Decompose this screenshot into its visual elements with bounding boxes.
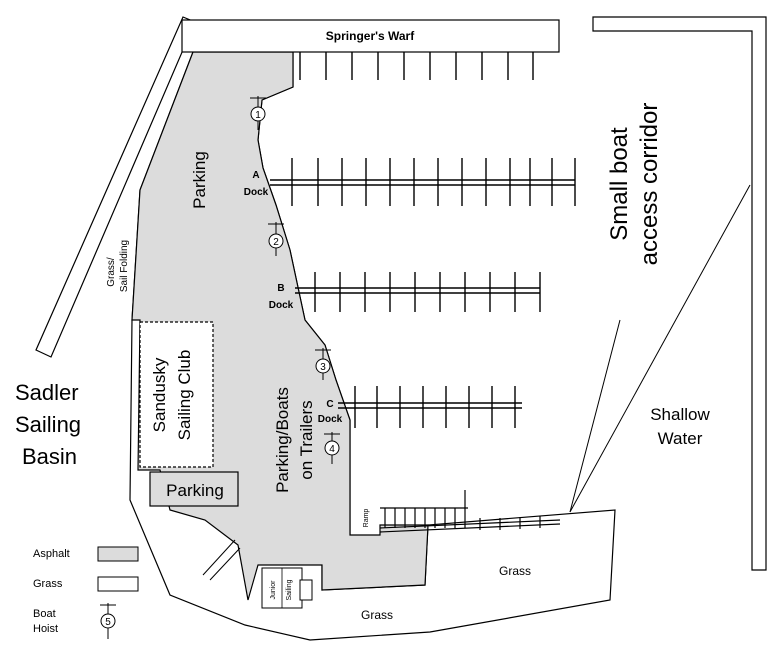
sadler-label-line2: Sailing <box>15 412 81 437</box>
path-left <box>202 539 236 576</box>
boat-hoist-3: 3 <box>315 348 331 380</box>
junior-label-line1: Junior <box>270 580 277 600</box>
legend: Asphalt Grass Boat Hoist 5 <box>33 546 139 639</box>
dock-a-letter: A <box>252 170 259 181</box>
junior-label-line2: Sailing <box>286 579 293 600</box>
shallow-label-line1: Shallow <box>650 405 710 424</box>
boat-hoist-2: 2 <box>268 222 284 256</box>
warf-slips <box>299 52 534 80</box>
sailing-club-building <box>139 321 214 468</box>
junior-sailing-annex <box>299 579 313 601</box>
hoist-2-number: 2 <box>273 237 279 248</box>
hoist-3-number: 3 <box>320 362 326 373</box>
dock-c <box>338 386 522 428</box>
dock-b-word: Dock <box>269 300 294 311</box>
hoist-4-number: 4 <box>329 444 335 455</box>
dock-b <box>295 272 541 312</box>
trailers-label-line1: Parking/Boats <box>273 387 292 493</box>
corridor-label-line2: access corridor <box>636 103 663 266</box>
dock-a <box>270 158 576 206</box>
path-right <box>209 547 241 581</box>
trailers-label-line2: on Trailers <box>297 400 316 479</box>
springers-warf-label: Springer's Warf <box>326 29 415 43</box>
boat-hoist-1: 1 <box>250 96 266 130</box>
springers-warf <box>181 19 560 53</box>
sadler-label-line3: Basin <box>22 444 77 469</box>
club-label-line2: Sailing Club <box>175 350 194 441</box>
shallow-label-line2: Water <box>658 429 703 448</box>
grass-bottom-label: Grass <box>361 608 393 622</box>
legend-grass-label: Grass <box>33 578 63 590</box>
boat-hoist-4: 4 <box>324 432 340 464</box>
grass-sail-label-line2: Sail Folding <box>119 240 130 292</box>
right-breakwater <box>592 16 767 571</box>
corridor-label-line1: Small boat <box>606 127 633 241</box>
dock-a-word: Dock <box>244 187 269 198</box>
legend-grass-swatch <box>97 576 139 592</box>
hoist-1-number: 1 <box>255 110 261 121</box>
legend-hoist-label-line1: Boat <box>33 608 56 620</box>
legend-hoist-icon: 5 <box>100 603 116 639</box>
dock-c-word: Dock <box>318 414 343 425</box>
parking-lower-label: Parking <box>166 481 224 500</box>
ramp-label: Ramp <box>363 509 370 528</box>
ramp-dock <box>379 490 561 533</box>
dock-b-letter: B <box>277 283 284 294</box>
grass-right-label: Grass <box>499 564 531 578</box>
sadler-label-line1: Sadler <box>15 380 79 405</box>
parking-top-label: Parking <box>190 151 209 209</box>
lower-parking-lot <box>149 471 239 507</box>
legend-hoist-number: 5 <box>105 617 111 628</box>
corridor-line-right <box>569 184 751 513</box>
legend-asphalt-swatch <box>97 546 139 562</box>
club-label-line1: Sandusky <box>150 357 169 432</box>
legend-asphalt-label: Asphalt <box>33 548 70 560</box>
corridor-line-left <box>569 319 621 513</box>
grass-sail-label-line1: Grass/ <box>106 257 117 287</box>
legend-hoist-label-line2: Hoist <box>33 623 58 635</box>
dock-c-letter: C <box>326 399 333 410</box>
